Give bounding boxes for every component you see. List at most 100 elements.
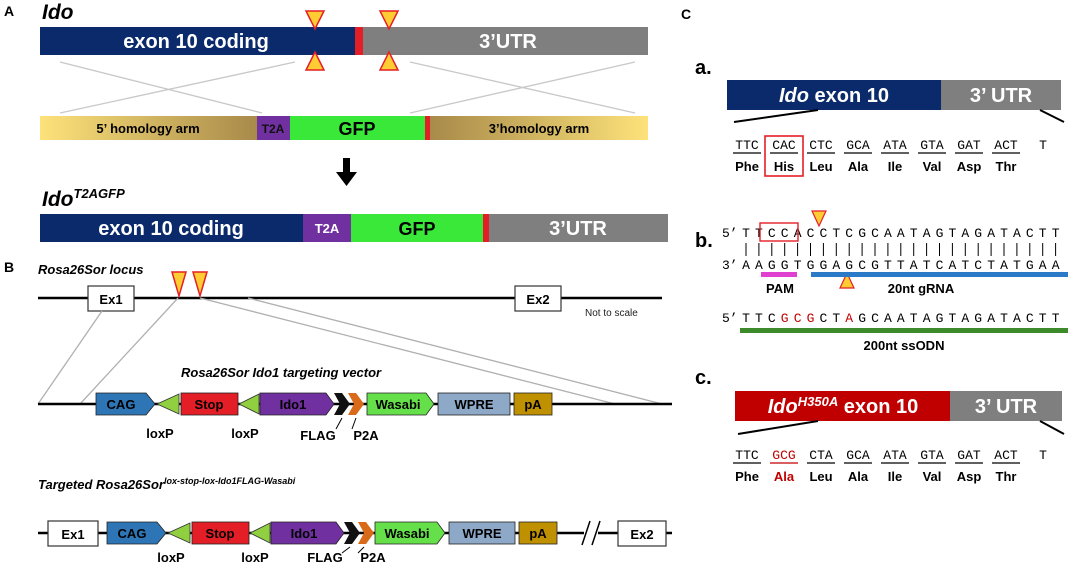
utr-bar <box>363 27 648 55</box>
exon1-box <box>47 520 99 547</box>
pam-bar <box>761 272 797 277</box>
codon-text: ACT <box>994 138 1018 153</box>
t2a-label: T2A <box>262 122 285 136</box>
exon2-box <box>617 520 667 547</box>
result-gene-label: IdoT2AGFP <box>42 186 125 211</box>
nucleotide: T <box>755 226 763 241</box>
mutant-exon10-label: IdoH350A exon 10 <box>768 394 919 418</box>
codon-sequence-c: TTCPheGCGAlaCTALeuGCAAlaATAIleGTAValGATA… <box>733 448 1047 484</box>
loxp-site-icon <box>238 393 260 415</box>
p2a-label: P2A <box>353 428 379 443</box>
p2a-pointer <box>351 417 357 430</box>
nucleotide: A <box>1000 258 1008 273</box>
nucleotide: A <box>923 311 931 326</box>
nucleotide: A <box>755 258 763 273</box>
codon-text: TTC <box>735 448 759 463</box>
gene-label-ido: Ido <box>42 1 74 24</box>
nucleotide: G <box>807 311 815 326</box>
nucleotide: T <box>961 258 969 273</box>
ssodn-label: 200nt ssODN <box>864 338 945 353</box>
codon-text: CTA <box>809 448 833 463</box>
nucleotide: T <box>832 311 840 326</box>
result-exon10-bar <box>40 214 303 242</box>
nucleotide: C <box>858 258 866 273</box>
amino-acid-label: Ala <box>848 469 869 484</box>
homology-guide-lines <box>37 297 663 405</box>
nucleotide: A <box>948 258 956 273</box>
nucleotide: A <box>910 258 918 273</box>
nucleotide: A <box>845 311 853 326</box>
amino-acid-label: Val <box>923 469 942 484</box>
nucleotide: C <box>807 226 815 241</box>
nucleotide: C <box>936 258 944 273</box>
stop-codon-marker <box>483 214 489 242</box>
flag-tag-block <box>344 522 360 544</box>
nucleotide: T <box>1013 258 1021 273</box>
wasabi-block <box>374 521 446 545</box>
codon-text: ATA <box>883 138 907 153</box>
loxp-site-icon <box>249 522 271 544</box>
wasabi-label: Wasabi <box>384 526 429 541</box>
p2a-pointer <box>357 546 365 554</box>
cut-site-icon <box>171 271 187 299</box>
nucleotide: C <box>871 311 879 326</box>
pa-block <box>518 521 558 545</box>
panel-c-label: C <box>681 6 691 22</box>
nucleotide: C <box>819 226 827 241</box>
flag-label: FLAG <box>307 550 342 565</box>
nucleotide: G <box>858 226 866 241</box>
codon-text: GCA <box>846 138 870 153</box>
cut-site-icon <box>378 10 400 31</box>
loxp-site-icon <box>167 522 191 544</box>
nucleotide: G <box>974 226 982 241</box>
cut-site-icon <box>304 10 326 31</box>
nucleotide: A <box>884 311 892 326</box>
nucleotide: A <box>832 258 840 273</box>
prime5-label: 5’ <box>722 226 738 241</box>
codon-text: ACT <box>994 448 1018 463</box>
result-gfp-label: GFP <box>398 219 435 239</box>
loxp-label: loxP <box>157 550 185 565</box>
nucleotide: C <box>845 226 853 241</box>
nucleotide: T <box>948 226 956 241</box>
exon10-coding-bar <box>40 27 355 55</box>
nucleotide: C <box>974 258 982 273</box>
cut-site-icon <box>839 271 855 289</box>
nucleotide: T <box>742 311 750 326</box>
amino-acid-label: Phe <box>735 469 759 484</box>
cut-site-icon <box>304 50 326 71</box>
nucleotide: G <box>936 311 944 326</box>
flag-pointer <box>341 546 351 554</box>
nucleotide: T <box>1052 226 1060 241</box>
nucleotide: A <box>961 226 969 241</box>
locus-title: Rosa26Sor locus <box>38 262 144 277</box>
vector-title: Rosa26Sor Ido1 targeting vector <box>181 365 382 380</box>
codon-text: CAC <box>772 138 796 153</box>
nucleotide: G <box>871 258 879 273</box>
exon1-label: Ex1 <box>99 292 122 307</box>
nucleotide: A <box>897 226 905 241</box>
nucleotide: C <box>768 226 776 241</box>
nucleotide: A <box>1013 311 1021 326</box>
result-exon10-label: exon 10 coding <box>98 218 244 240</box>
nucleotide: C <box>819 311 827 326</box>
amino-acid-label: Phe <box>735 159 759 174</box>
flag-tag-block <box>334 393 350 415</box>
nucleotide: C <box>794 311 802 326</box>
nucleotide: A <box>1013 226 1021 241</box>
nucleotide: G <box>781 258 789 273</box>
nucleotide: A <box>1039 258 1047 273</box>
panel-a-label: A <box>4 3 14 19</box>
wasabi-label: Wasabi <box>375 397 420 412</box>
ido1-block <box>270 521 345 545</box>
stop-cassette-block <box>191 521 250 545</box>
nucleotide: T <box>1039 226 1047 241</box>
nucleotide: T <box>1000 311 1008 326</box>
zoom-line <box>1039 420 1065 435</box>
nucleotide: T <box>1039 311 1047 326</box>
amino-acid-label: Asp <box>957 469 982 484</box>
base-pair-lines <box>745 243 1057 256</box>
amino-acid-label: Thr <box>996 159 1017 174</box>
